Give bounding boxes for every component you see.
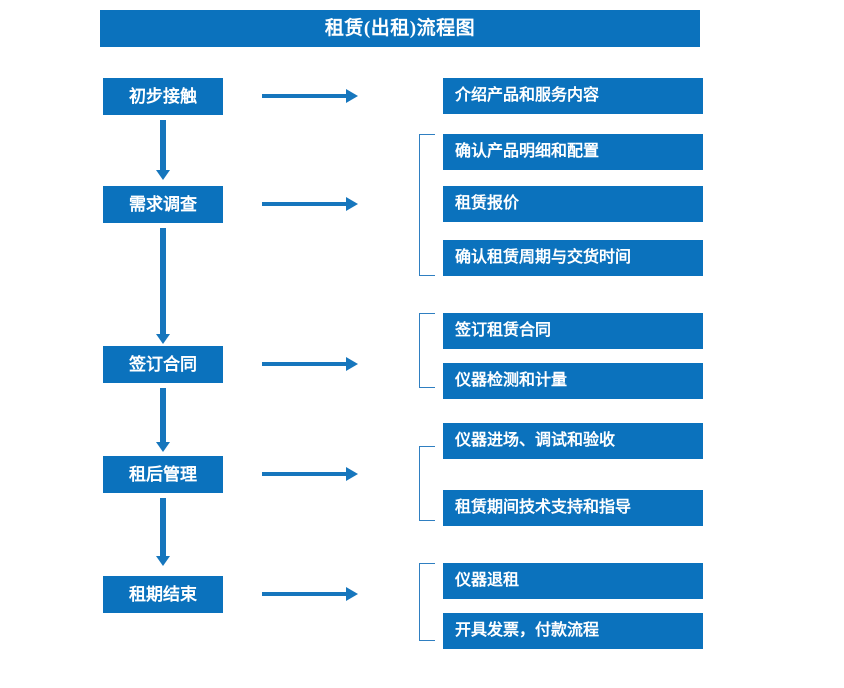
arrow-head [346,587,358,601]
stage-label-1: 初步接触 [129,87,197,106]
group-bracket-4 [419,446,435,521]
detail-label-4-2: 租赁期间技术支持和指导 [455,499,632,516]
stage-box-3[interactable]: 签订合同 [103,346,223,383]
arrow-shaft [262,362,348,366]
group-bracket-3 [419,313,435,388]
arrow-head [156,334,170,344]
stage-box-2[interactable]: 需求调查 [103,186,223,223]
arrow-down-1 [156,120,170,182]
stage-box-5[interactable]: 租期结束 [103,576,223,613]
stage-label-5: 租期结束 [129,585,197,604]
arrow-head [346,89,358,103]
arrow-stem [160,498,166,556]
detail-box-5-1[interactable]: 仪器退租 [443,563,703,599]
detail-label-1-1: 介绍产品和服务内容 [455,87,600,104]
arrow-down-2 [156,228,170,346]
detail-label-2-3: 确认租赁周期与交货时间 [455,249,632,266]
detail-box-2-3[interactable]: 确认租赁周期与交货时间 [443,240,703,276]
detail-box-2-2[interactable]: 租赁报价 [443,186,703,222]
arrow-head [156,442,170,452]
arrow-right-3 [262,357,358,371]
detail-label-5-2: 开具发票，付款流程 [455,622,600,639]
arrow-stem [160,228,166,334]
arrow-shaft [262,202,348,206]
detail-box-5-2[interactable]: 开具发票，付款流程 [443,613,703,649]
group-bracket-2 [419,134,435,276]
arrow-head [156,556,170,566]
detail-label-2-2: 租赁报价 [455,195,520,212]
diagram-title: 租赁(出租)流程图 [324,18,476,39]
arrow-shaft [262,472,348,476]
detail-label-4-1: 仪器进场、调试和验收 [455,432,616,449]
stage-label-2: 需求调查 [129,195,197,214]
stage-box-1[interactable]: 初步接触 [103,78,223,115]
detail-label-3-2: 仪器检测和计量 [455,372,568,389]
detail-label-2-1: 确认产品明细和配置 [455,143,600,160]
arrow-shaft [262,592,348,596]
diagram-title-banner: 租赁(出租)流程图 [100,10,700,47]
arrow-head [346,357,358,371]
arrow-head [346,467,358,481]
detail-box-3-1[interactable]: 签订租赁合同 [443,313,703,349]
detail-box-1-1[interactable]: 介绍产品和服务内容 [443,78,703,114]
arrow-shaft [262,94,348,98]
detail-box-2-1[interactable]: 确认产品明细和配置 [443,134,703,170]
arrow-stem [160,388,166,442]
arrow-right-5 [262,587,358,601]
arrow-down-3 [156,388,170,454]
arrow-down-4 [156,498,170,568]
arrow-head [156,170,170,180]
detail-label-5-1: 仪器退租 [455,572,520,589]
stage-label-3: 签订合同 [129,355,197,374]
arrow-stem [160,120,166,170]
arrow-right-4 [262,467,358,481]
detail-box-4-1[interactable]: 仪器进场、调试和验收 [443,423,703,459]
arrow-head [346,197,358,211]
detail-box-3-2[interactable]: 仪器检测和计量 [443,363,703,399]
stage-box-4[interactable]: 租后管理 [103,456,223,493]
detail-label-3-1: 签订租赁合同 [455,322,552,339]
arrow-right-2 [262,197,358,211]
detail-box-4-2[interactable]: 租赁期间技术支持和指导 [443,490,703,526]
group-bracket-5 [419,563,435,641]
arrow-right-1 [262,89,358,103]
stage-label-4: 租后管理 [129,465,197,484]
